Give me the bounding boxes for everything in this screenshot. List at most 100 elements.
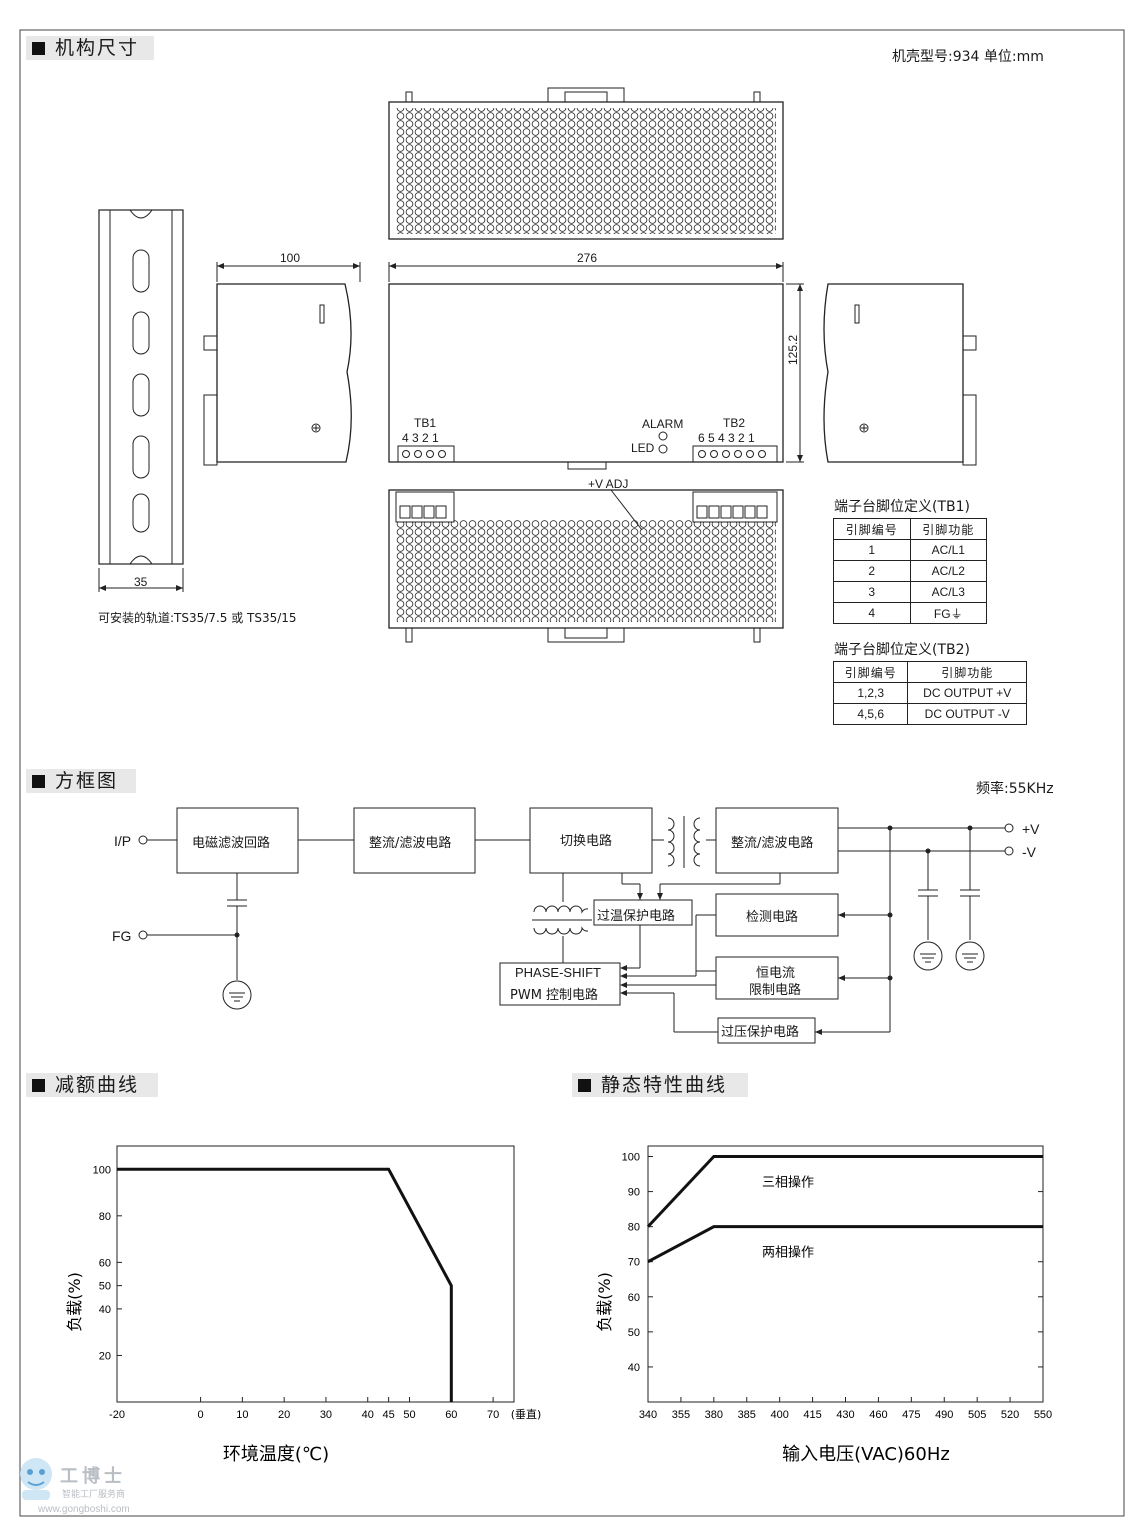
x-tick-label: 355 (672, 1409, 690, 1421)
x-tick-label: 385 (738, 1409, 756, 1421)
rail-note: 可安装的轨道:TS35/7.5 或 TS35/15 (98, 611, 297, 625)
bullet-square-icon (32, 1079, 45, 1092)
x-tick-label: 60 (445, 1409, 457, 1421)
ovp-block: 过压保护电路 (721, 1025, 800, 1040)
y-tick-label: 40 (99, 1304, 111, 1316)
y-tick-label: 50 (99, 1281, 111, 1293)
otp-block: 过温保护电路 (597, 909, 676, 924)
plot-area (647, 1145, 1044, 1403)
section-label: 机构尺寸 (55, 37, 140, 59)
x-tick-label: 475 (902, 1409, 920, 1421)
side-view-left (203, 262, 361, 466)
y-tick-label: 40 (628, 1362, 640, 1374)
y-tick-label: 60 (628, 1292, 640, 1304)
section-label: 静态特性曲线 (601, 1074, 728, 1096)
watermark-url: www.gongboshi.com (38, 1504, 130, 1515)
tb2-table-caption: 端子台脚位定义(TB2) (834, 642, 970, 658)
col-header: 引脚功能 (909, 518, 987, 540)
bottom-view (388, 489, 784, 643)
x-tick-label: 30 (320, 1409, 332, 1421)
x-tick-label: 505 (968, 1409, 986, 1421)
plot-area (116, 1145, 515, 1403)
bullet-square-icon (32, 775, 45, 788)
y-tick-label: 90 (628, 1187, 640, 1199)
detect-block: 检测电路 (746, 910, 799, 925)
mechanical-drawing (98, 87, 977, 643)
pin-function: AC/L1 (909, 539, 987, 561)
y-axis-label: 负载(%) (65, 1272, 84, 1332)
pin-number: 1,2,3 (832, 682, 909, 704)
tb1-pins: 4 3 2 1 (402, 431, 439, 445)
ip-label: I/P (114, 833, 132, 849)
dim-276: 276 (577, 251, 598, 265)
pin-number: 1 (833, 539, 911, 561)
watermark: 工博士 智能工厂服务商 www.gongboshi.com (12, 1452, 162, 1522)
pin-function: AC/L2 (909, 560, 987, 582)
x-axis-label: 输入电压(VAC)60Hz (782, 1444, 950, 1465)
x-tick-label: 460 (869, 1409, 887, 1421)
x-tick-label: 340 (639, 1409, 657, 1421)
x-tick-label: 10 (236, 1409, 248, 1421)
x-tick-label: 520 (1001, 1409, 1019, 1421)
y-tick-label: 20 (99, 1350, 111, 1362)
x-tick-label: 0 (198, 1409, 204, 1421)
series-line-2 (647, 1225, 1043, 1264)
y-tick-label: 70 (628, 1257, 640, 1269)
fg-label: FG (112, 928, 132, 944)
pin-function: DC OUTPUT -V (907, 703, 1027, 725)
model-unit-label: 机壳型号:934 单位:mm (892, 49, 1044, 65)
tb1-table-caption: 端子台脚位定义(TB1) (834, 499, 970, 515)
rectifier-block-2: 整流/滤波电路 (731, 836, 814, 851)
derating-line (117, 1167, 453, 1402)
side-view-right (823, 283, 977, 466)
tb2-label: TB2 (723, 416, 746, 430)
pin-number: 4 (833, 602, 911, 624)
pin-number: 2 (833, 560, 911, 582)
col-header: 引脚功能 (907, 661, 1027, 683)
x-tick-label: 20 (278, 1409, 290, 1421)
section-label: 方框图 (55, 770, 119, 792)
x-tick-label: 45 (383, 1409, 395, 1421)
y-tick-label: 60 (99, 1257, 111, 1269)
x-tick-label: 70 (487, 1409, 499, 1421)
section-title-static: 静态特性曲线 (572, 1073, 748, 1097)
x-tick-label: 415 (803, 1409, 821, 1421)
vminus-label: -V (1022, 844, 1036, 860)
y-tick-label: 100 (622, 1152, 640, 1164)
pwm-block-line2: PWM 控制电路 (510, 988, 599, 1003)
cc-block-line2: 限制电路 (749, 983, 802, 998)
pin-function: DC OUTPUT +V (907, 682, 1027, 704)
tb1-label: TB1 (414, 416, 437, 430)
vadj-label: +V ADJ (588, 477, 629, 491)
pwm-block-line1: PHASE-SHIFT (515, 965, 601, 980)
x-tick-label: -20 (109, 1409, 125, 1421)
y-tick-label: 50 (628, 1327, 640, 1339)
pin-function: FG⏚ (909, 602, 987, 624)
pin-number: 3 (833, 581, 911, 603)
x-tick-label: 400 (770, 1409, 788, 1421)
y-tick-label: 80 (628, 1222, 640, 1234)
section-label: 减额曲线 (55, 1074, 140, 1096)
cc-block-line1: 恒电流 (756, 966, 796, 981)
x-tick-label: 40 (362, 1409, 374, 1421)
dim-100: 100 (280, 251, 301, 265)
col-header: 引脚编号 (832, 661, 909, 683)
x-axis-label: 环境温度(℃) (223, 1444, 329, 1465)
y-axis-label: 负载(%) (595, 1272, 614, 1332)
alarm-label: ALARM (642, 417, 684, 431)
pin-number: 4,5,6 (832, 703, 909, 725)
x-extra-label: (垂直) (511, 1407, 542, 1421)
section-title-mechanical: 机构尺寸 (26, 36, 154, 60)
top-view (388, 87, 784, 240)
series-line-1 (646, 1155, 1043, 1228)
section-title-block: 方框图 (26, 769, 136, 793)
x-tick-label: 430 (836, 1409, 854, 1421)
